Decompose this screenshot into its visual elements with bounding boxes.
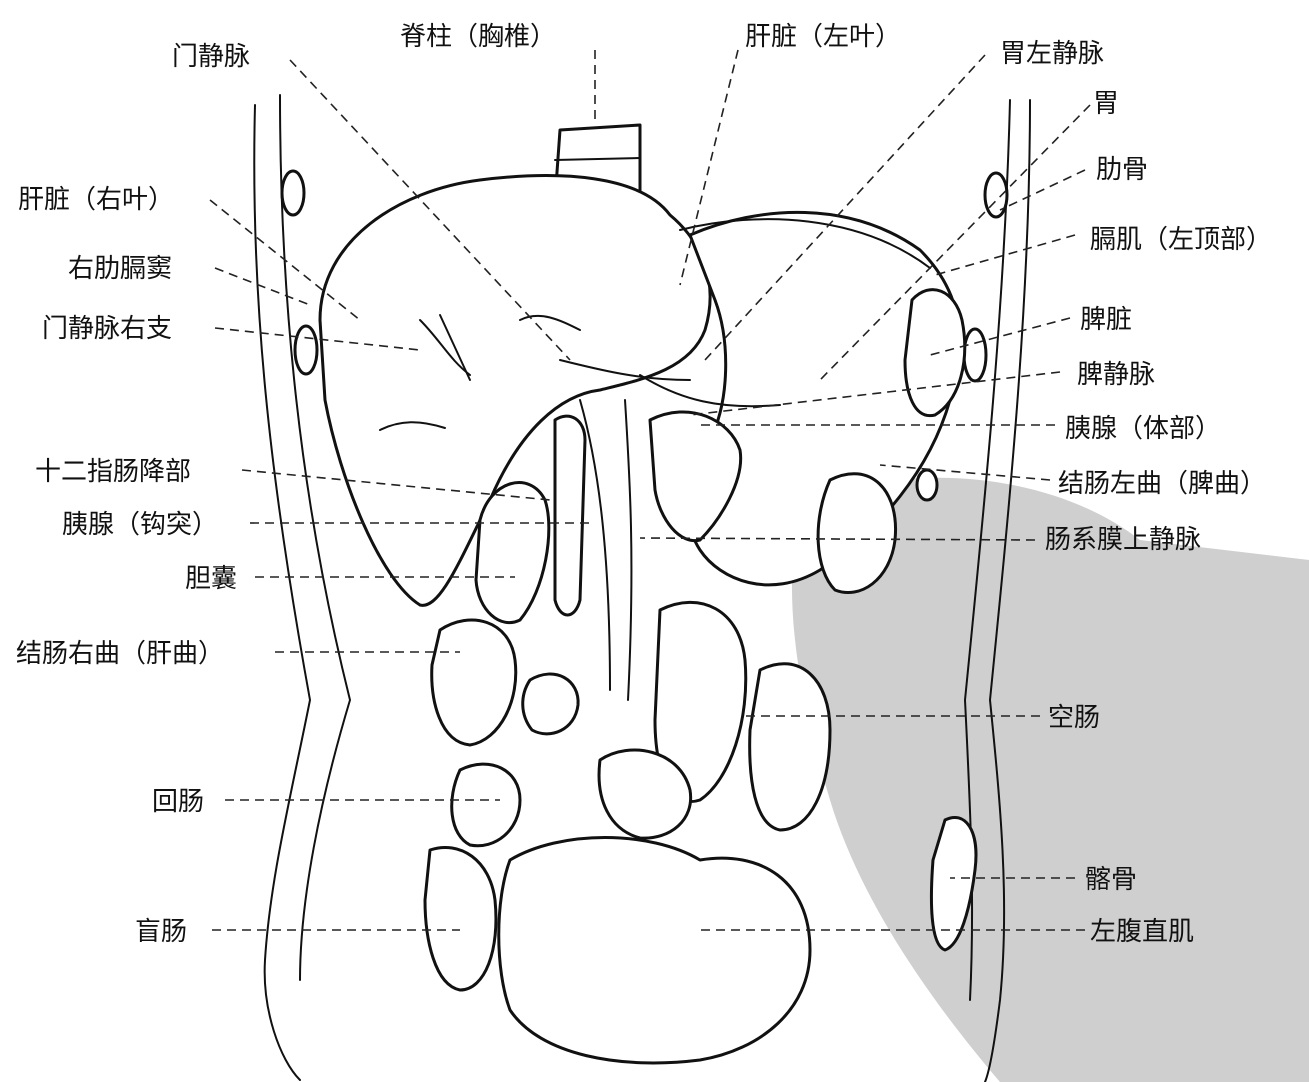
label-cecum: 盲肠 [135, 917, 187, 947]
label-duodenum: 十二指肠降部 [35, 457, 191, 487]
lower-abdomen-shape [497, 836, 812, 1065]
label-liver-right: 肝脏（右叶） [18, 185, 174, 215]
label-rectus-left: 左腹直肌 [1090, 917, 1194, 947]
spleen-shape [903, 288, 967, 418]
splenic-flexure-shape [816, 472, 898, 595]
label-right-costophrenic: 右肋膈窦 [68, 254, 172, 284]
label-stomach: 胃 [1093, 89, 1119, 119]
label-spine: 脊柱（胸椎） [400, 22, 556, 52]
label-diaphragm-left: 膈肌（左顶部） [1090, 225, 1272, 255]
hepatic-flexure-shape [430, 618, 518, 747]
label-ilium: 髂骨 [1085, 865, 1137, 895]
watermark-seal [791, 477, 1309, 1082]
small-intestine [450, 600, 832, 848]
label-sup-mesenteric-vein: 肠系膜上静脉 [1045, 525, 1201, 555]
label-splenic-vein: 脾静脉 [1077, 360, 1155, 390]
cecum-shape [423, 845, 498, 992]
label-left-gastric-vein: 胃左静脉 [1000, 39, 1104, 69]
diaphragm-line [679, 218, 931, 269]
label-hepatic-flexure: 结肠右曲（肝曲） [16, 639, 224, 669]
label-jejunum: 空肠 [1048, 703, 1100, 733]
label-gallbladder: 胆囊 [185, 564, 237, 594]
label-right-portal-branch: 门静脉右支 [42, 314, 172, 344]
label-liver-left: 肝脏（左叶） [745, 22, 901, 52]
label-portal-vein: 门静脉 [172, 42, 250, 72]
label-splenic-flexure: 结肠左曲（脾曲） [1058, 469, 1266, 499]
leader-lines [209, 49, 1091, 931]
gallbladder-shape [474, 481, 551, 625]
ilium-shape [929, 816, 978, 952]
label-rib: 肋骨 [1096, 155, 1148, 185]
label-spleen: 脾脏 [1080, 305, 1132, 335]
liver-shape [318, 174, 712, 607]
label-pancreas-body: 胰腺（体部） [1065, 414, 1221, 444]
label-pancreas-uncinate: 胰腺（钩突） [62, 510, 218, 540]
label-ileum: 回肠 [152, 787, 204, 817]
pancreas-shape [648, 410, 743, 543]
duodenum-shape [553, 414, 587, 617]
labels: 门静脉 脊柱（胸椎） 肝脏（左叶） 胃左静脉 胃 肋骨 肝脏（右叶） 膈肌（左顶… [16, 22, 1272, 947]
